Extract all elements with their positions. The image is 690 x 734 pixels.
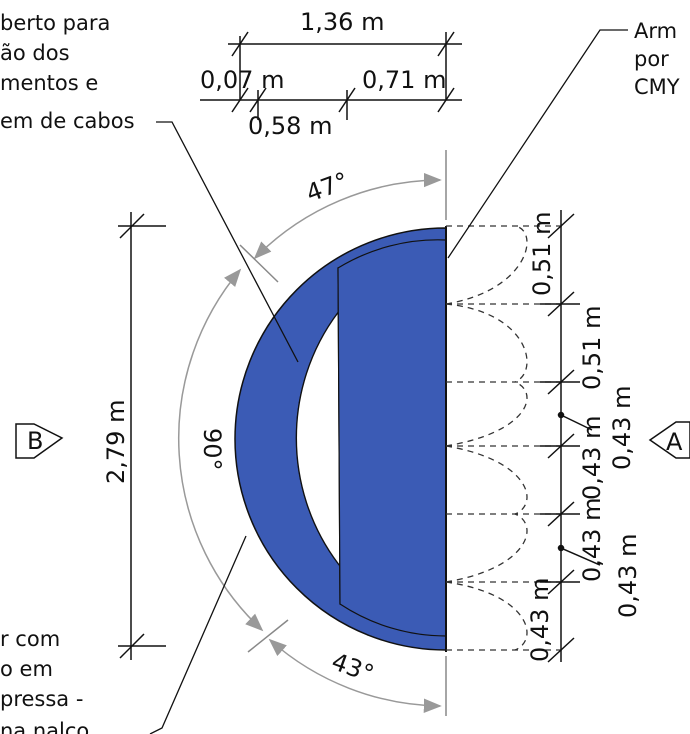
section-shape xyxy=(234,226,447,652)
dim-offset-right: 0,71 m xyxy=(362,66,446,94)
dim-seg-7: 0,43 m xyxy=(526,578,554,662)
svg-text:mentos e: mentos e xyxy=(0,71,98,95)
angle-center: 90° xyxy=(198,428,226,471)
dim-height: 2,79 m xyxy=(102,400,130,484)
svg-text:o em: o em xyxy=(0,657,53,681)
note-top-right: Arm por CMY xyxy=(634,19,680,99)
svg-text:pressa -: pressa - xyxy=(0,687,83,711)
angle-top: 47° xyxy=(302,167,352,208)
svg-text:Arm: Arm xyxy=(634,19,677,43)
dim-seg-2: 0,51 m xyxy=(578,306,606,390)
dim-offset-left: 0,07 m xyxy=(200,66,284,94)
marker-a-label: A xyxy=(666,428,683,456)
top-dims xyxy=(200,31,462,120)
svg-text:CMY: CMY xyxy=(634,75,680,99)
svg-text:berto para: berto para xyxy=(0,11,110,35)
marker-b-label: B xyxy=(27,427,43,455)
dim-seg-5: 0,43 m xyxy=(578,498,606,582)
dim-seg-4: 0,43 m xyxy=(578,416,606,500)
note-top-left: berto para ão dos mentos e em de cabos xyxy=(0,11,135,133)
note-bottom-left: r com o em pressa - na nalco xyxy=(0,627,89,734)
svg-text:na nalco: na nalco xyxy=(0,719,89,734)
dim-seg-1: 0,51 m xyxy=(528,212,556,296)
dim-seg-3: 0,43 m xyxy=(608,386,636,470)
svg-text:ão dos: ão dos xyxy=(0,41,70,65)
dim-seg-6: 0,43 m xyxy=(614,534,642,618)
height-dim xyxy=(118,212,166,660)
marker-a: A xyxy=(648,421,690,459)
dim-total-width: 1,36 m xyxy=(300,8,384,36)
marker-b: B xyxy=(15,423,64,459)
svg-text:r com: r com xyxy=(0,627,60,651)
dim-inner-width: 0,58 m xyxy=(248,112,332,140)
leader-lines xyxy=(149,29,628,734)
svg-text:em de cabos: em de cabos xyxy=(0,109,135,133)
svg-text:por: por xyxy=(634,47,669,71)
blue-block xyxy=(337,239,447,637)
angle-arcs xyxy=(177,172,442,713)
right-dim-chain xyxy=(540,210,601,663)
